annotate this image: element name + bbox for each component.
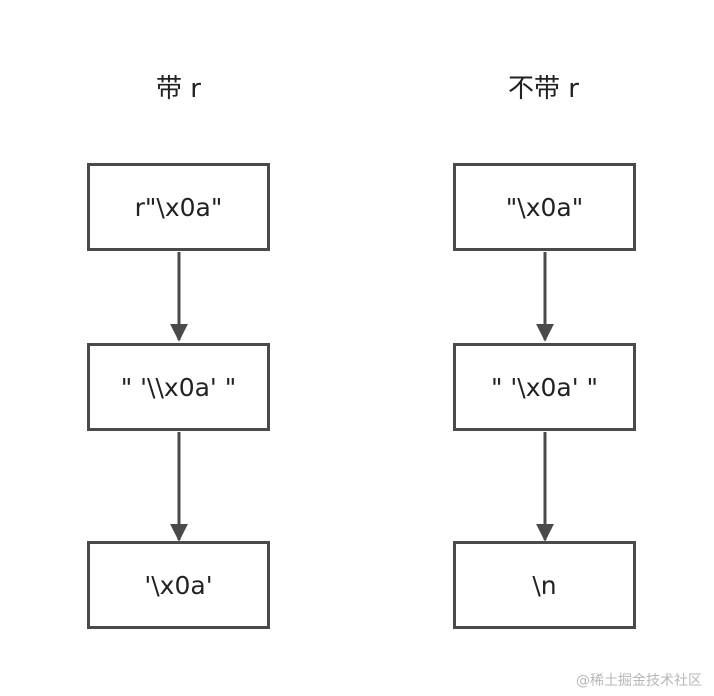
step-box-normal-3: \n (453, 541, 636, 629)
step-box-raw-2: " '\\x0a' " (87, 343, 270, 431)
step-box-raw-1: r"\x0a" (87, 163, 270, 251)
step-label-raw-3: '\x0a' (144, 570, 213, 600)
step-box-raw-3: '\x0a' (87, 541, 270, 629)
step-label-normal-1: "\x0a" (505, 192, 584, 222)
step-box-normal-2: " '\x0a' " (453, 343, 636, 431)
column-title-raw: 带 r (156, 74, 201, 104)
step-label-normal-2: " '\x0a' " (490, 372, 599, 402)
step-label-raw-1: r"\x0a" (134, 192, 223, 222)
step-box-normal-1: "\x0a" (453, 163, 636, 251)
step-label-normal-3: \n (532, 570, 557, 600)
watermark: @稀土掘金技术社区 (576, 673, 702, 689)
column-title-normal: 不带 r (508, 74, 579, 104)
step-label-raw-2: " '\\x0a' " (120, 372, 237, 402)
